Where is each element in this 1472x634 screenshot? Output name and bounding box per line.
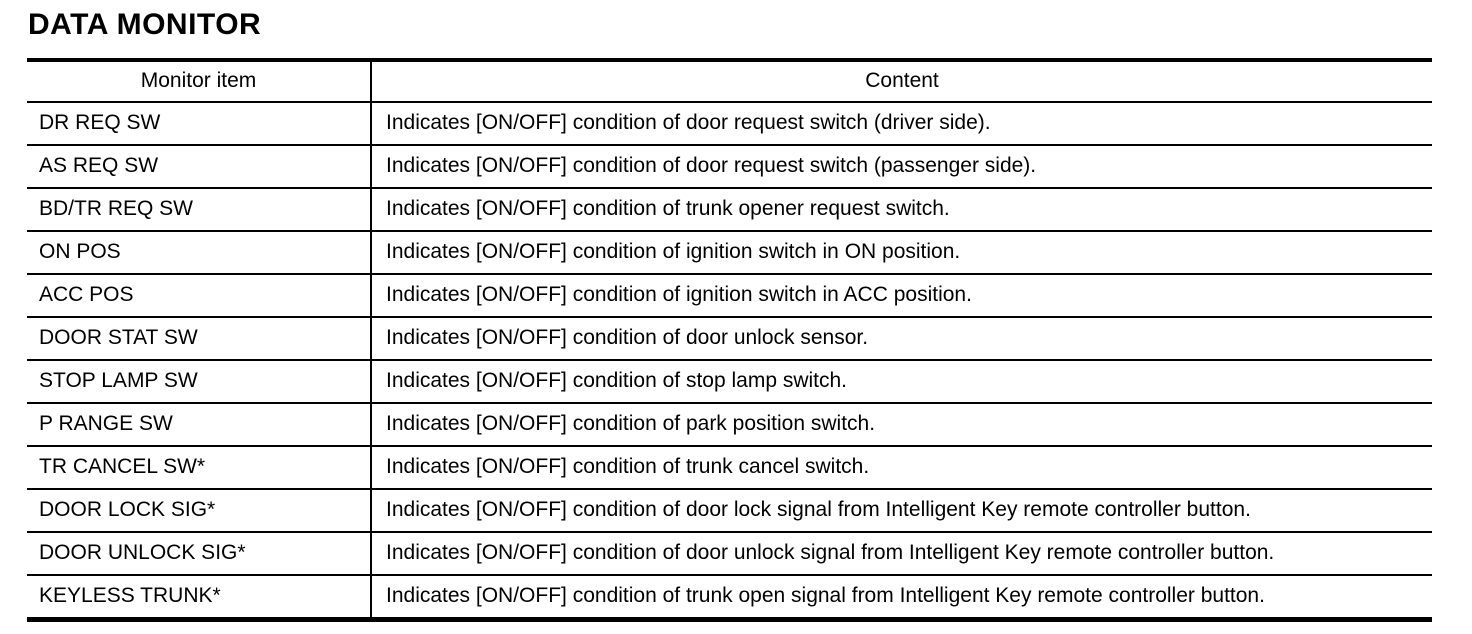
content-cell: Indicates [ON/OFF] condition of ignition… (386, 283, 972, 307)
monitor-item-cell: KEYLESS TRUNK* (27, 576, 372, 617)
table-row: ACC POS Indicates [ON/OFF] condition of … (27, 273, 1432, 316)
data-monitor-table: Monitor item Content DR REQ SW Indicates… (27, 58, 1432, 622)
content-cell: Indicates [ON/OFF] condition of door unl… (386, 541, 1275, 565)
monitor-item-cell: DOOR LOCK SIG* (27, 490, 372, 531)
content-cell: Indicates [ON/OFF] condition of door loc… (386, 498, 1251, 522)
column-header-content: Content (865, 69, 939, 93)
monitor-item-cell: DOOR UNLOCK SIG* (27, 533, 372, 574)
monitor-item-cell: BD/TR REQ SW (27, 189, 372, 230)
monitor-item-cell: TR CANCEL SW* (27, 447, 372, 488)
monitor-item-cell: DR REQ SW (27, 103, 372, 144)
content-cell: Indicates [ON/OFF] condition of park pos… (386, 412, 876, 436)
monitor-item-cell: AS REQ SW (27, 146, 372, 187)
table-row: DOOR LOCK SIG* Indicates [ON/OFF] condit… (27, 488, 1432, 531)
table-row: KEYLESS TRUNK* Indicates [ON/OFF] condit… (27, 574, 1432, 617)
table-row: DOOR UNLOCK SIG* Indicates [ON/OFF] cond… (27, 531, 1432, 574)
table-row: ON POS Indicates [ON/OFF] condition of i… (27, 230, 1432, 273)
table-row: STOP LAMP SW Indicates [ON/OFF] conditio… (27, 359, 1432, 402)
table-row: BD/TR REQ SW Indicates [ON/OFF] conditio… (27, 187, 1432, 230)
monitor-item-cell: ACC POS (27, 275, 372, 316)
content-cell: Indicates [ON/OFF] condition of ignition… (386, 240, 961, 264)
content-cell: Indicates [ON/OFF] condition of trunk op… (386, 584, 1265, 608)
table-row: AS REQ SW Indicates [ON/OFF] condition o… (27, 144, 1432, 187)
content-cell: Indicates [ON/OFF] condition of trunk op… (386, 197, 950, 221)
table-row: DOOR STAT SW Indicates [ON/OFF] conditio… (27, 316, 1432, 359)
content-cell: Indicates [ON/OFF] condition of door req… (386, 111, 991, 135)
page-title: DATA MONITOR (28, 8, 262, 41)
content-cell: Indicates [ON/OFF] condition of stop lam… (386, 369, 848, 393)
table-row: TR CANCEL SW* Indicates [ON/OFF] conditi… (27, 445, 1432, 488)
content-cell: Indicates [ON/OFF] condition of door unl… (386, 326, 869, 350)
table-row: P RANGE SW Indicates [ON/OFF] condition … (27, 402, 1432, 445)
monitor-item-cell: DOOR STAT SW (27, 318, 372, 359)
monitor-item-cell: ON POS (27, 232, 372, 273)
monitor-item-cell: P RANGE SW (27, 404, 372, 445)
table-header-row: Monitor item Content (27, 62, 1432, 101)
content-cell: Indicates [ON/OFF] condition of door req… (386, 154, 1037, 178)
table-row: DR REQ SW Indicates [ON/OFF] condition o… (27, 101, 1432, 144)
column-header-monitor-item: Monitor item (27, 62, 372, 101)
monitor-item-cell: STOP LAMP SW (27, 361, 372, 402)
content-cell: Indicates [ON/OFF] condition of trunk ca… (386, 455, 870, 479)
